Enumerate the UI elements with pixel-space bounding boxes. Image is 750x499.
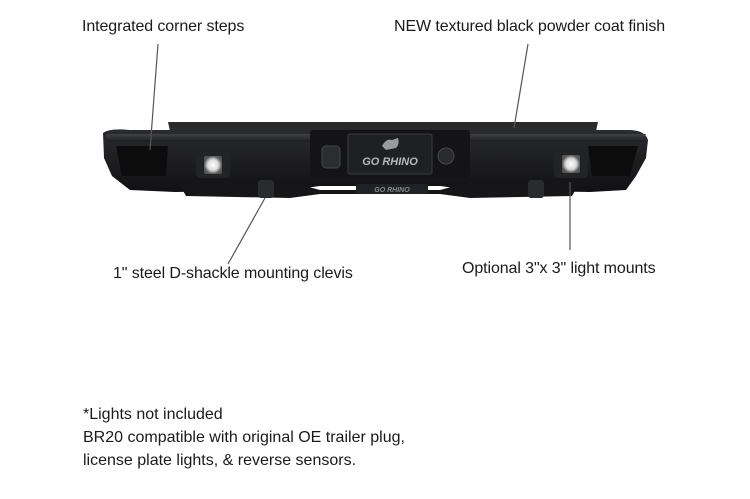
leader-corner-steps (149, 43, 159, 151)
notes-block: *Lights not included BR20 compatible wit… (83, 403, 405, 472)
center-logo-text: GO RHINO (362, 156, 418, 168)
right-corner-step (588, 146, 638, 176)
rhino-logo-icon (382, 138, 399, 150)
note-compatibility: BR20 compatible with original OE trailer… (83, 429, 405, 446)
leader-powder-coat (513, 43, 529, 129)
leader-d-shackle (227, 197, 266, 265)
left-light-icon (204, 156, 222, 174)
right-light-icon (562, 155, 580, 173)
reverse-sensor (437, 147, 455, 165)
left-d-shackle-tab (258, 180, 274, 198)
note-lights-not-included: *Lights not included (83, 406, 223, 423)
lower-brand-plate-text: GO RHINO (374, 187, 410, 194)
note-features: license plate lights, & reverse sensors. (83, 452, 357, 469)
callout-corner-steps: Integrated corner steps (82, 18, 245, 35)
callout-light-mounts: Optional 3"x 3" light mounts (462, 260, 656, 277)
left-corner-step (116, 146, 168, 176)
trailer-plug (321, 145, 341, 169)
callout-d-shackle: 1" steel D-shackle mounting clevis (113, 265, 353, 282)
right-d-shackle-tab (528, 180, 544, 198)
callout-powder-coat: NEW textured black powder coat finish (394, 18, 666, 35)
